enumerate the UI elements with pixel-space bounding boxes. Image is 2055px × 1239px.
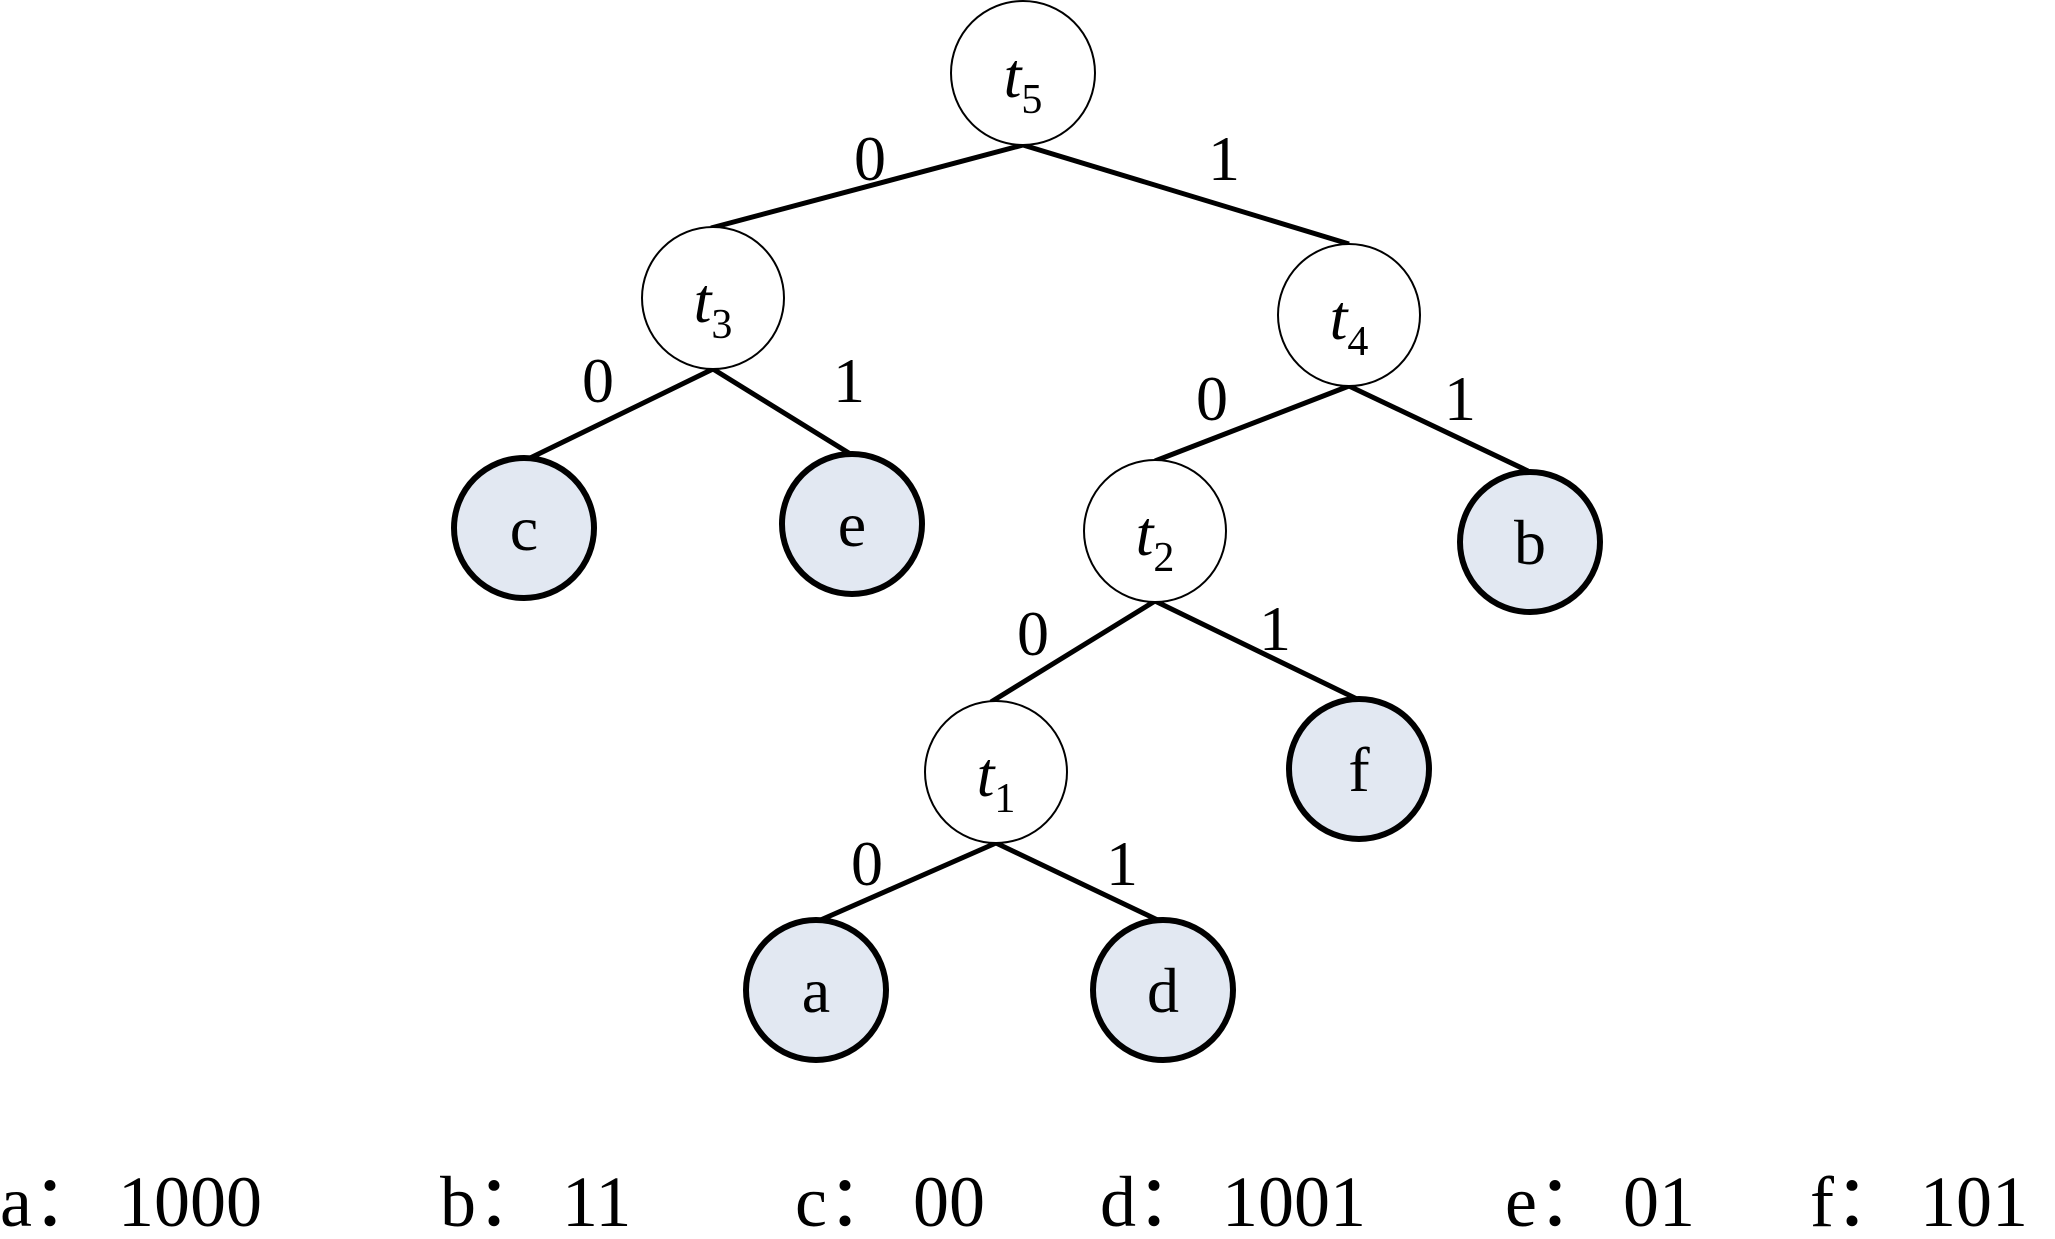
code-entry-a: a：1000 [0, 1162, 262, 1239]
leaf-label-b: b [1514, 507, 1546, 578]
node-label-t5: t5 [1004, 40, 1043, 123]
code-entry-c: c：00 [795, 1162, 985, 1239]
edge-t3-e [711, 366, 854, 458]
leaf-label-e: e [838, 489, 866, 560]
leaf-e: e [779, 451, 925, 597]
code-entry-b: b：11 [440, 1162, 631, 1239]
edge-label-t2-t1: 0 [1017, 598, 1049, 669]
edge-label-t5-t4: 1 [1208, 123, 1240, 194]
edge-t5-t3 [710, 142, 1024, 231]
node-t4: t4 [1277, 243, 1421, 387]
edge-labels: 0 1 0 1 0 1 0 1 0 1 [582, 123, 1476, 899]
edge-label-t2-f: 1 [1259, 593, 1291, 664]
edge-t5-t4 [1022, 142, 1350, 247]
edge-label-t1-a: 0 [851, 828, 883, 899]
edge-label-t4-t2: 0 [1196, 363, 1228, 434]
node-label-t1: t1 [977, 739, 1016, 822]
edge-t3-c [522, 366, 715, 464]
leaf-d: d [1090, 917, 1236, 1063]
code-table: a：1000 b：11 c：00 d：1001 e：01 f：101 [0, 1162, 2028, 1239]
node-label-t2: t2 [1136, 498, 1175, 581]
leaf-b: b [1457, 469, 1603, 615]
tree-edges [522, 142, 1530, 927]
leaf-label-f: f [1348, 734, 1370, 805]
edge-label-t5-t3: 0 [854, 123, 886, 194]
leaf-label-d: d [1147, 955, 1179, 1026]
edge-t4-b [1347, 383, 1530, 474]
edge-t1-a [814, 840, 998, 925]
leaf-f: f [1286, 696, 1432, 842]
edge-t2-t1 [989, 598, 1157, 705]
leaf-label-a: a [802, 955, 830, 1026]
node-label-t3: t3 [694, 265, 733, 348]
edge-t4-t2 [1154, 383, 1350, 464]
edge-t1-d [994, 840, 1168, 927]
leaf-label-c: c [510, 493, 538, 564]
code-entry-f: f：101 [1810, 1162, 2028, 1239]
node-t2: t2 [1083, 459, 1227, 603]
edge-label-t3-e: 1 [833, 345, 865, 416]
node-t1: t1 [924, 700, 1068, 844]
code-entry-e: e：01 [1505, 1162, 1695, 1239]
edge-label-t1-d: 1 [1106, 828, 1138, 899]
node-t5: t5 [950, 0, 1096, 146]
leaf-a: a [743, 917, 889, 1063]
edge-label-t4-b: 1 [1444, 363, 1476, 434]
node-t3: t3 [641, 226, 785, 370]
edge-t2-f [1153, 598, 1361, 703]
node-label-t4: t4 [1330, 282, 1369, 365]
leaf-c: c [451, 455, 597, 601]
code-entry-d: d：1001 [1100, 1162, 1366, 1239]
edge-label-t3-c: 0 [582, 345, 614, 416]
